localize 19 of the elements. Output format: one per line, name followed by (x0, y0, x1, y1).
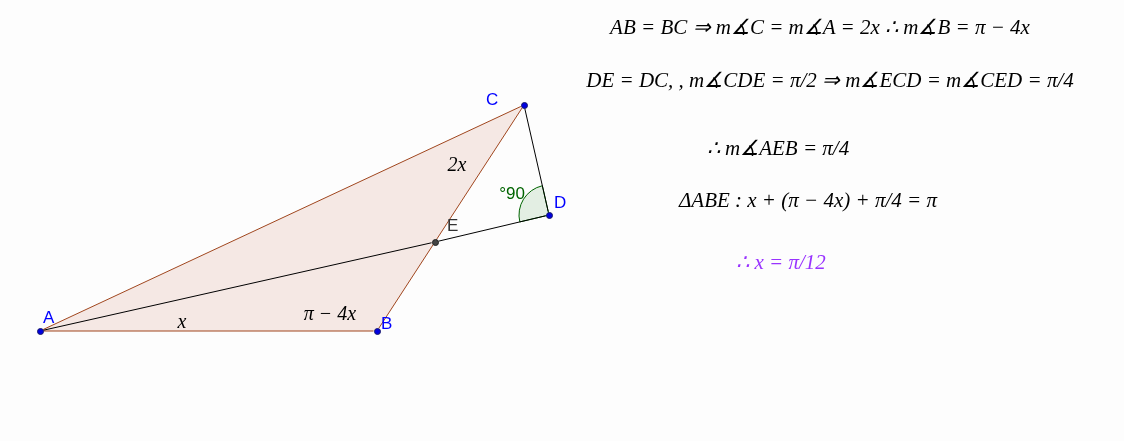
angle-label: °90 (499, 184, 525, 202)
line-segment (378, 107, 523, 329)
point-label: B (381, 315, 393, 332)
equation: DE = DC, , m∡CDE = π/2 ⇒ m∡ECD = m∡CED = π/4 (586, 69, 1074, 91)
point-label: A (43, 309, 55, 326)
point-label: C (486, 91, 499, 108)
equation: ΔABE : x + (π − 4x) + π/4 = π (679, 189, 937, 211)
angle-label: 2x (447, 154, 467, 174)
line-segment (437, 215, 547, 242)
line-segment (42, 242, 433, 331)
point-label: D (554, 194, 567, 211)
point-label: E (447, 217, 459, 234)
equation: ∴ x = π/12 (736, 251, 826, 273)
equation: ∴ m∡AEB = π/4 (706, 137, 850, 159)
line-segment (524, 107, 549, 213)
equation: AB = BC ⇒ m∡C = m∡A = 2x ∴ m∡B = π − 4x (610, 16, 1030, 38)
angle-label: x (177, 311, 187, 331)
line-segment (43, 330, 374, 332)
angle-label: π − 4x (303, 303, 357, 323)
